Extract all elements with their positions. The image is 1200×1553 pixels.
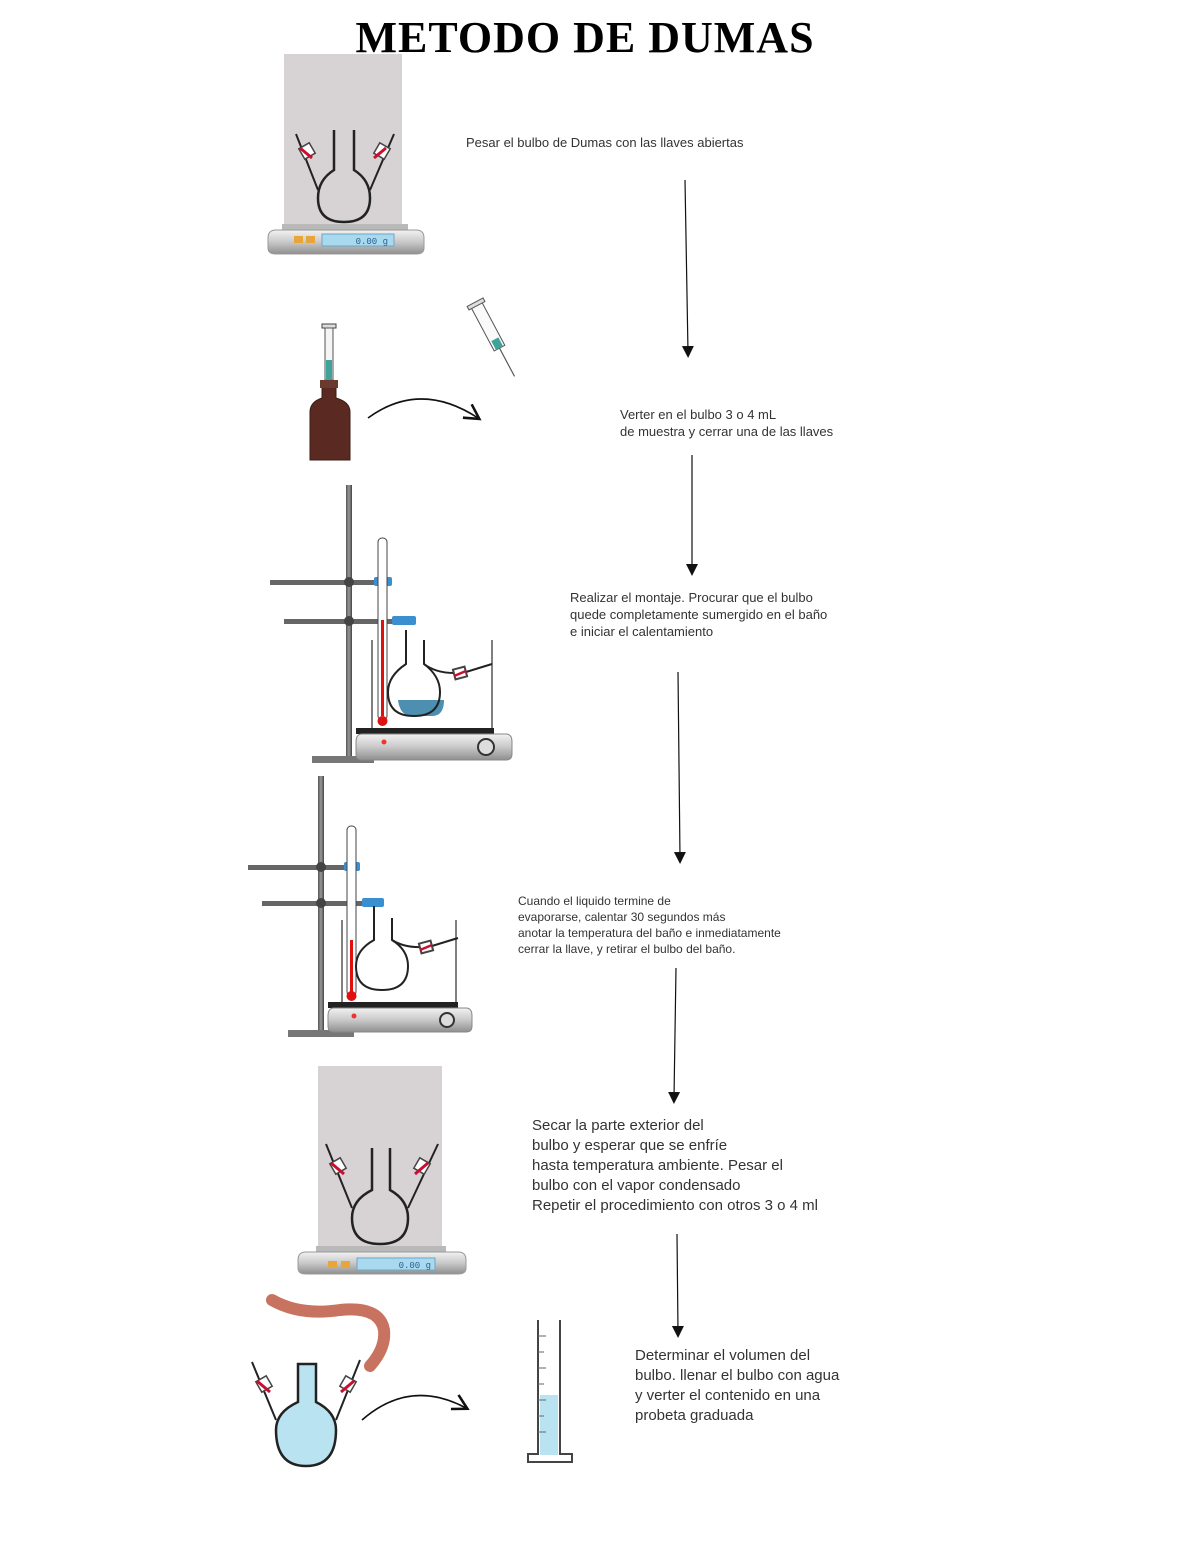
dumas-bulb-icon — [295, 130, 395, 224]
rubber-hose-icon — [266, 1294, 391, 1372]
balance-readout: 0.00 g — [356, 237, 388, 247]
ring-stand-icon — [270, 485, 416, 763]
hot-plate-icon — [327, 920, 473, 1033]
dumas-bulb-icon — [386, 630, 493, 718]
balance-icon: 0.00 g — [267, 54, 425, 255]
curved-arrow-icon — [361, 1394, 470, 1421]
dumas-bulb-icon — [251, 1359, 361, 1468]
thermometer-icon — [377, 537, 388, 726]
balance-icon: 0.00 g — [297, 1066, 467, 1275]
page-title: METODO DE DUMAS — [355, 13, 815, 62]
dumas-bulb-icon — [325, 1143, 439, 1246]
step-2-text: Verter en el bulbo 3 o 4 mL de muestra y… — [620, 407, 834, 439]
down-arrow-icon — [668, 179, 698, 1338]
graduated-cylinder-icon — [527, 1320, 573, 1463]
hot-plate-icon — [355, 640, 513, 761]
dumas-bulb-icon — [354, 906, 459, 992]
thermometer-icon — [346, 825, 357, 1001]
syringe-icon — [466, 297, 516, 377]
step-1-text: Pesar el bulbo de Dumas con las llaves a… — [466, 135, 744, 150]
step-5-text: Secar la parte exterior del bulbo y espe… — [532, 1117, 818, 1214]
ring-stand-icon — [248, 776, 384, 1037]
step-4-text: Cuando el liquido termine de evaporarse,… — [518, 894, 781, 956]
curved-arrow-icon — [367, 398, 482, 421]
step-3-text: Realizar el montaje. Procurar que el bul… — [570, 590, 828, 639]
step-6-text: Determinar el volumen del bulbo. llenar … — [635, 1347, 840, 1424]
reagent-bottle-icon — [309, 323, 351, 461]
balance-readout: 0.00 g — [399, 1261, 431, 1271]
